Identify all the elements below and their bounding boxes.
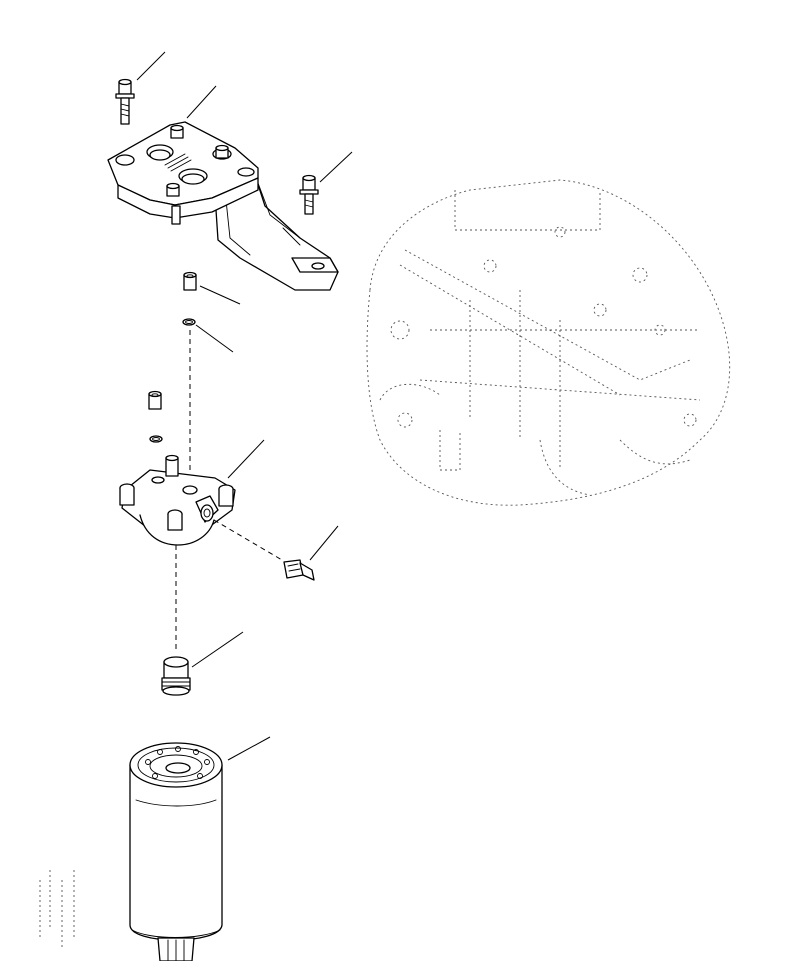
mounting-bracket-icon: [107, 85, 339, 291]
background-fragment: [39, 870, 75, 950]
bolt-top-icon: [115, 51, 166, 125]
filter-head-icon: [119, 439, 265, 546]
bolt-right-icon: [299, 151, 353, 215]
plug-left-icon: [148, 390, 162, 410]
o-ring-upper-icon: [182, 318, 234, 353]
assembly-axis-side: [213, 519, 283, 561]
fuel-filter-cartridge-icon: [129, 736, 271, 961]
o-ring-left-icon: [149, 435, 163, 443]
plug-upper-icon: [183, 271, 241, 305]
adapter-nipple-icon: [161, 631, 244, 696]
engine-reference-icon: [366, 179, 731, 506]
sensor-fitting-icon: [283, 525, 339, 581]
